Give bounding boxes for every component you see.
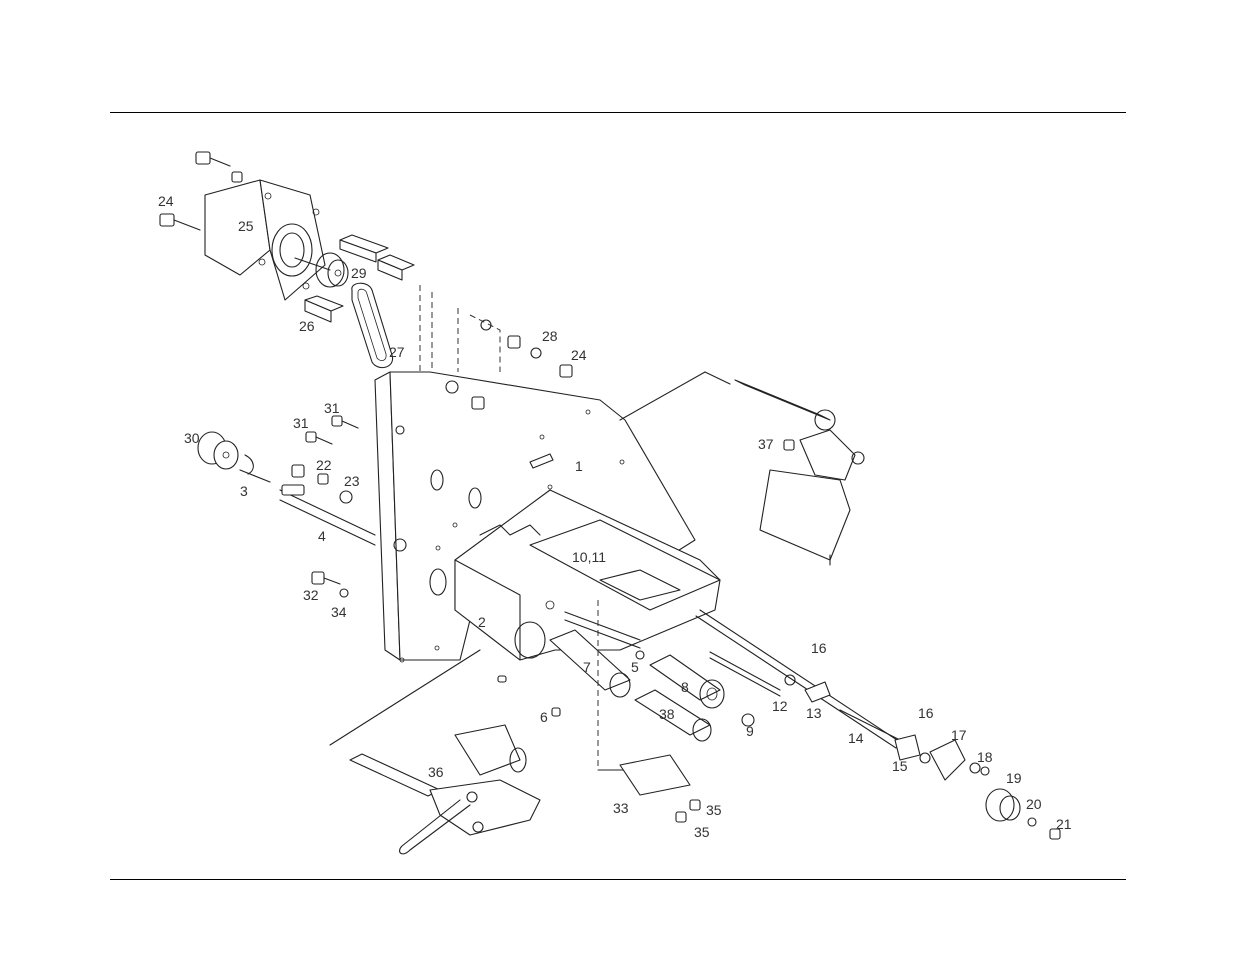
callout-36: 36	[428, 764, 444, 780]
callout-24b: 24	[571, 347, 587, 363]
callout-22: 22	[316, 457, 332, 473]
callout-24a: 24	[158, 193, 174, 209]
callout-16b: 16	[918, 705, 934, 721]
callout-32: 32	[303, 587, 319, 603]
callout-13: 13	[806, 705, 822, 721]
callout-34: 34	[331, 604, 347, 620]
callout-26: 26	[299, 318, 315, 334]
callout-19: 19	[1006, 770, 1022, 786]
lower-bracket	[330, 650, 540, 854]
callout-9: 9	[746, 723, 754, 739]
callout-35a: 35	[706, 802, 722, 818]
callout-18: 18	[977, 749, 993, 765]
callout-3: 3	[240, 483, 248, 499]
callout-6: 6	[540, 709, 548, 725]
callout-29: 29	[351, 265, 367, 281]
callout-15: 15	[892, 758, 908, 774]
callout-12: 12	[772, 698, 788, 714]
callout-16a: 16	[811, 640, 827, 656]
screws-left	[292, 416, 358, 597]
callout-7: 7	[583, 659, 591, 675]
motor	[205, 180, 330, 300]
callout-21: 21	[1056, 816, 1072, 832]
callout-20: 20	[1026, 796, 1042, 812]
callout-38: 38	[659, 706, 675, 722]
callout-27: 27	[389, 344, 405, 360]
callout-31b: 31	[293, 415, 309, 431]
callout-28: 28	[542, 328, 558, 344]
callout-2: 2	[478, 614, 486, 630]
callout-37: 37	[758, 436, 774, 452]
mounting-outlines	[420, 285, 500, 372]
callout-35b: 35	[694, 824, 710, 840]
callout-30: 30	[184, 430, 200, 446]
callout-4: 4	[318, 528, 326, 544]
callout-31a: 31	[324, 400, 340, 416]
callout-25: 25	[238, 218, 254, 234]
callout-33: 33	[613, 800, 629, 816]
callout-14: 14	[848, 730, 864, 746]
callout-5: 5	[631, 659, 639, 675]
timing-belt	[352, 283, 393, 367]
right-shaft-assembly	[742, 675, 1060, 839]
callout-8: 8	[681, 679, 689, 695]
callout-23: 23	[344, 473, 360, 489]
callout-1: 1	[575, 458, 583, 474]
drive-pulley	[198, 432, 304, 495]
callout-10-11: 10,11	[572, 549, 606, 565]
callout-17: 17	[951, 727, 967, 743]
